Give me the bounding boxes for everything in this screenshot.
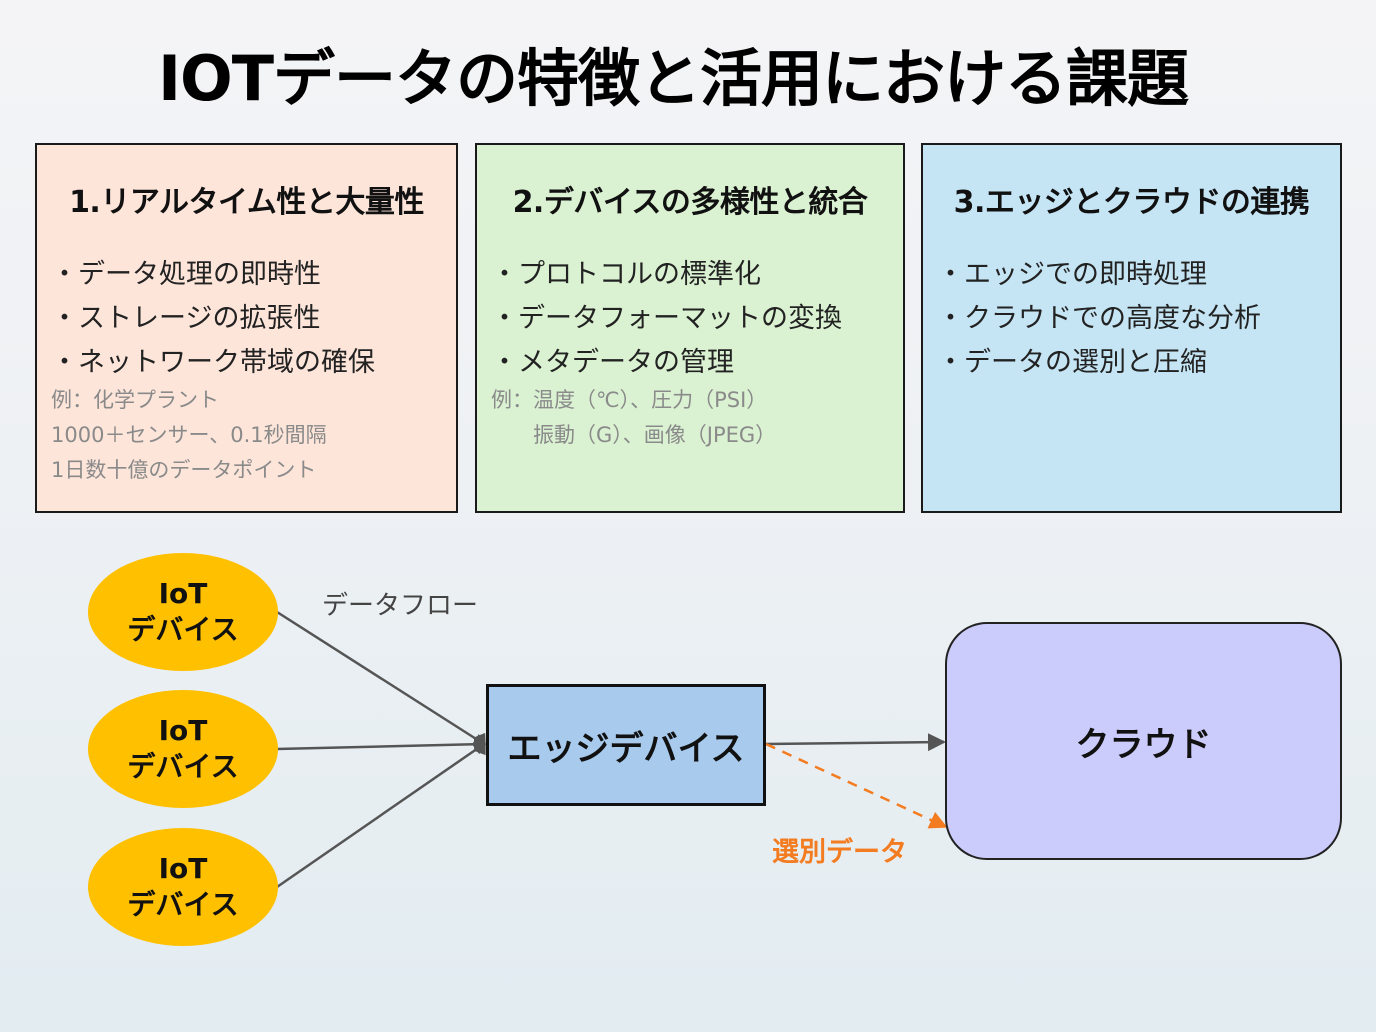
cloud-label: クラウド — [1075, 724, 1212, 765]
iot-device-node: IoT デバイス — [88, 690, 278, 808]
card-heading: 3.エッジとクラウドの連携 — [953, 185, 1310, 220]
selected-data-arrow — [765, 742, 948, 829]
card-heading: 1.リアルタイム性と大量性 — [69, 185, 424, 220]
iot-label: IoT — [158, 714, 208, 747]
example-notes: 例：温度（℃）、圧力（PSI） 振動（G）、画像（JPEG） — [491, 383, 776, 453]
iot-label: デバイス — [127, 750, 239, 783]
iot-label: デバイス — [127, 888, 239, 921]
flow-arrow-2 — [276, 734, 486, 755]
note-line: 振動（G）、画像（JPEG） — [491, 423, 777, 447]
bullet-item: ・メタデータの管理 — [491, 347, 734, 378]
bullet-item: ・プロトコルの標準化 — [491, 259, 761, 290]
bullet-item: ・ストレージの拡張性 — [51, 303, 321, 334]
note-line: 1日数十億のデータポイント — [51, 458, 317, 482]
bullet-item: ・クラウドでの高度な分析 — [937, 303, 1261, 334]
bullet-item: ・データフォーマットの変換 — [491, 303, 842, 334]
bullet-item: ・ネットワーク帯域の確保 — [51, 347, 375, 378]
note-line: 例：化学プラント — [51, 388, 219, 412]
edge-to-cloud-arrow — [765, 733, 946, 752]
flow-arrow-1 — [276, 610, 486, 750]
iot-device-node: IoT デバイス — [88, 828, 278, 946]
iot-label: IoT — [158, 852, 208, 885]
edge-label: エッジデバイス — [507, 728, 745, 769]
bullet-item: ・データ処理の即時性 — [51, 259, 321, 290]
selected-data-label: 選別データ — [772, 837, 907, 868]
card-edge-cloud: 3.エッジとクラウドの連携 ・エッジでの即時処理 ・クラウドでの高度な分析 ・デ… — [921, 143, 1342, 513]
iot-device-node: IoT デバイス — [88, 553, 278, 671]
flow-arrow-3 — [276, 738, 486, 889]
data-flow-label: データフロー — [322, 591, 479, 621]
page-title: IOTデータの特徴と活用における課題 — [157, 42, 1189, 115]
iot-label: デバイス — [127, 613, 239, 646]
edge-device-node: エッジデバイス — [486, 684, 766, 806]
bullet-list: ・プロトコルの標準化 ・データフォーマットの変換 ・メタデータの管理 — [491, 253, 842, 385]
bullet-list: ・エッジでの即時処理 ・クラウドでの高度な分析 ・データの選別と圧縮 — [937, 253, 1261, 385]
iot-label: IoT — [158, 577, 208, 610]
bullet-item: ・エッジでの即時処理 — [937, 259, 1207, 290]
card-heading: 2.デバイスの多様性と統合 — [512, 185, 868, 220]
cloud-node: クラウド — [945, 622, 1342, 860]
card-realtime-volume: 1.リアルタイム性と大量性 ・データ処理の即時性 ・ストレージの拡張性 ・ネット… — [35, 143, 458, 513]
example-notes: 例：化学プラント 1000＋センサー、0.1秒間隔 1日数十億のデータポイント — [51, 383, 327, 488]
note-line: 1000＋センサー、0.1秒間隔 — [51, 423, 327, 447]
note-line: 例：温度（℃）、圧力（PSI） — [491, 388, 768, 412]
bullet-list: ・データ処理の即時性 ・ストレージの拡張性 ・ネットワーク帯域の確保 — [51, 253, 375, 385]
card-device-diversity: 2.デバイスの多様性と統合 ・プロトコルの標準化 ・データフォーマットの変換 ・… — [475, 143, 905, 513]
bullet-item: ・データの選別と圧縮 — [937, 347, 1207, 378]
